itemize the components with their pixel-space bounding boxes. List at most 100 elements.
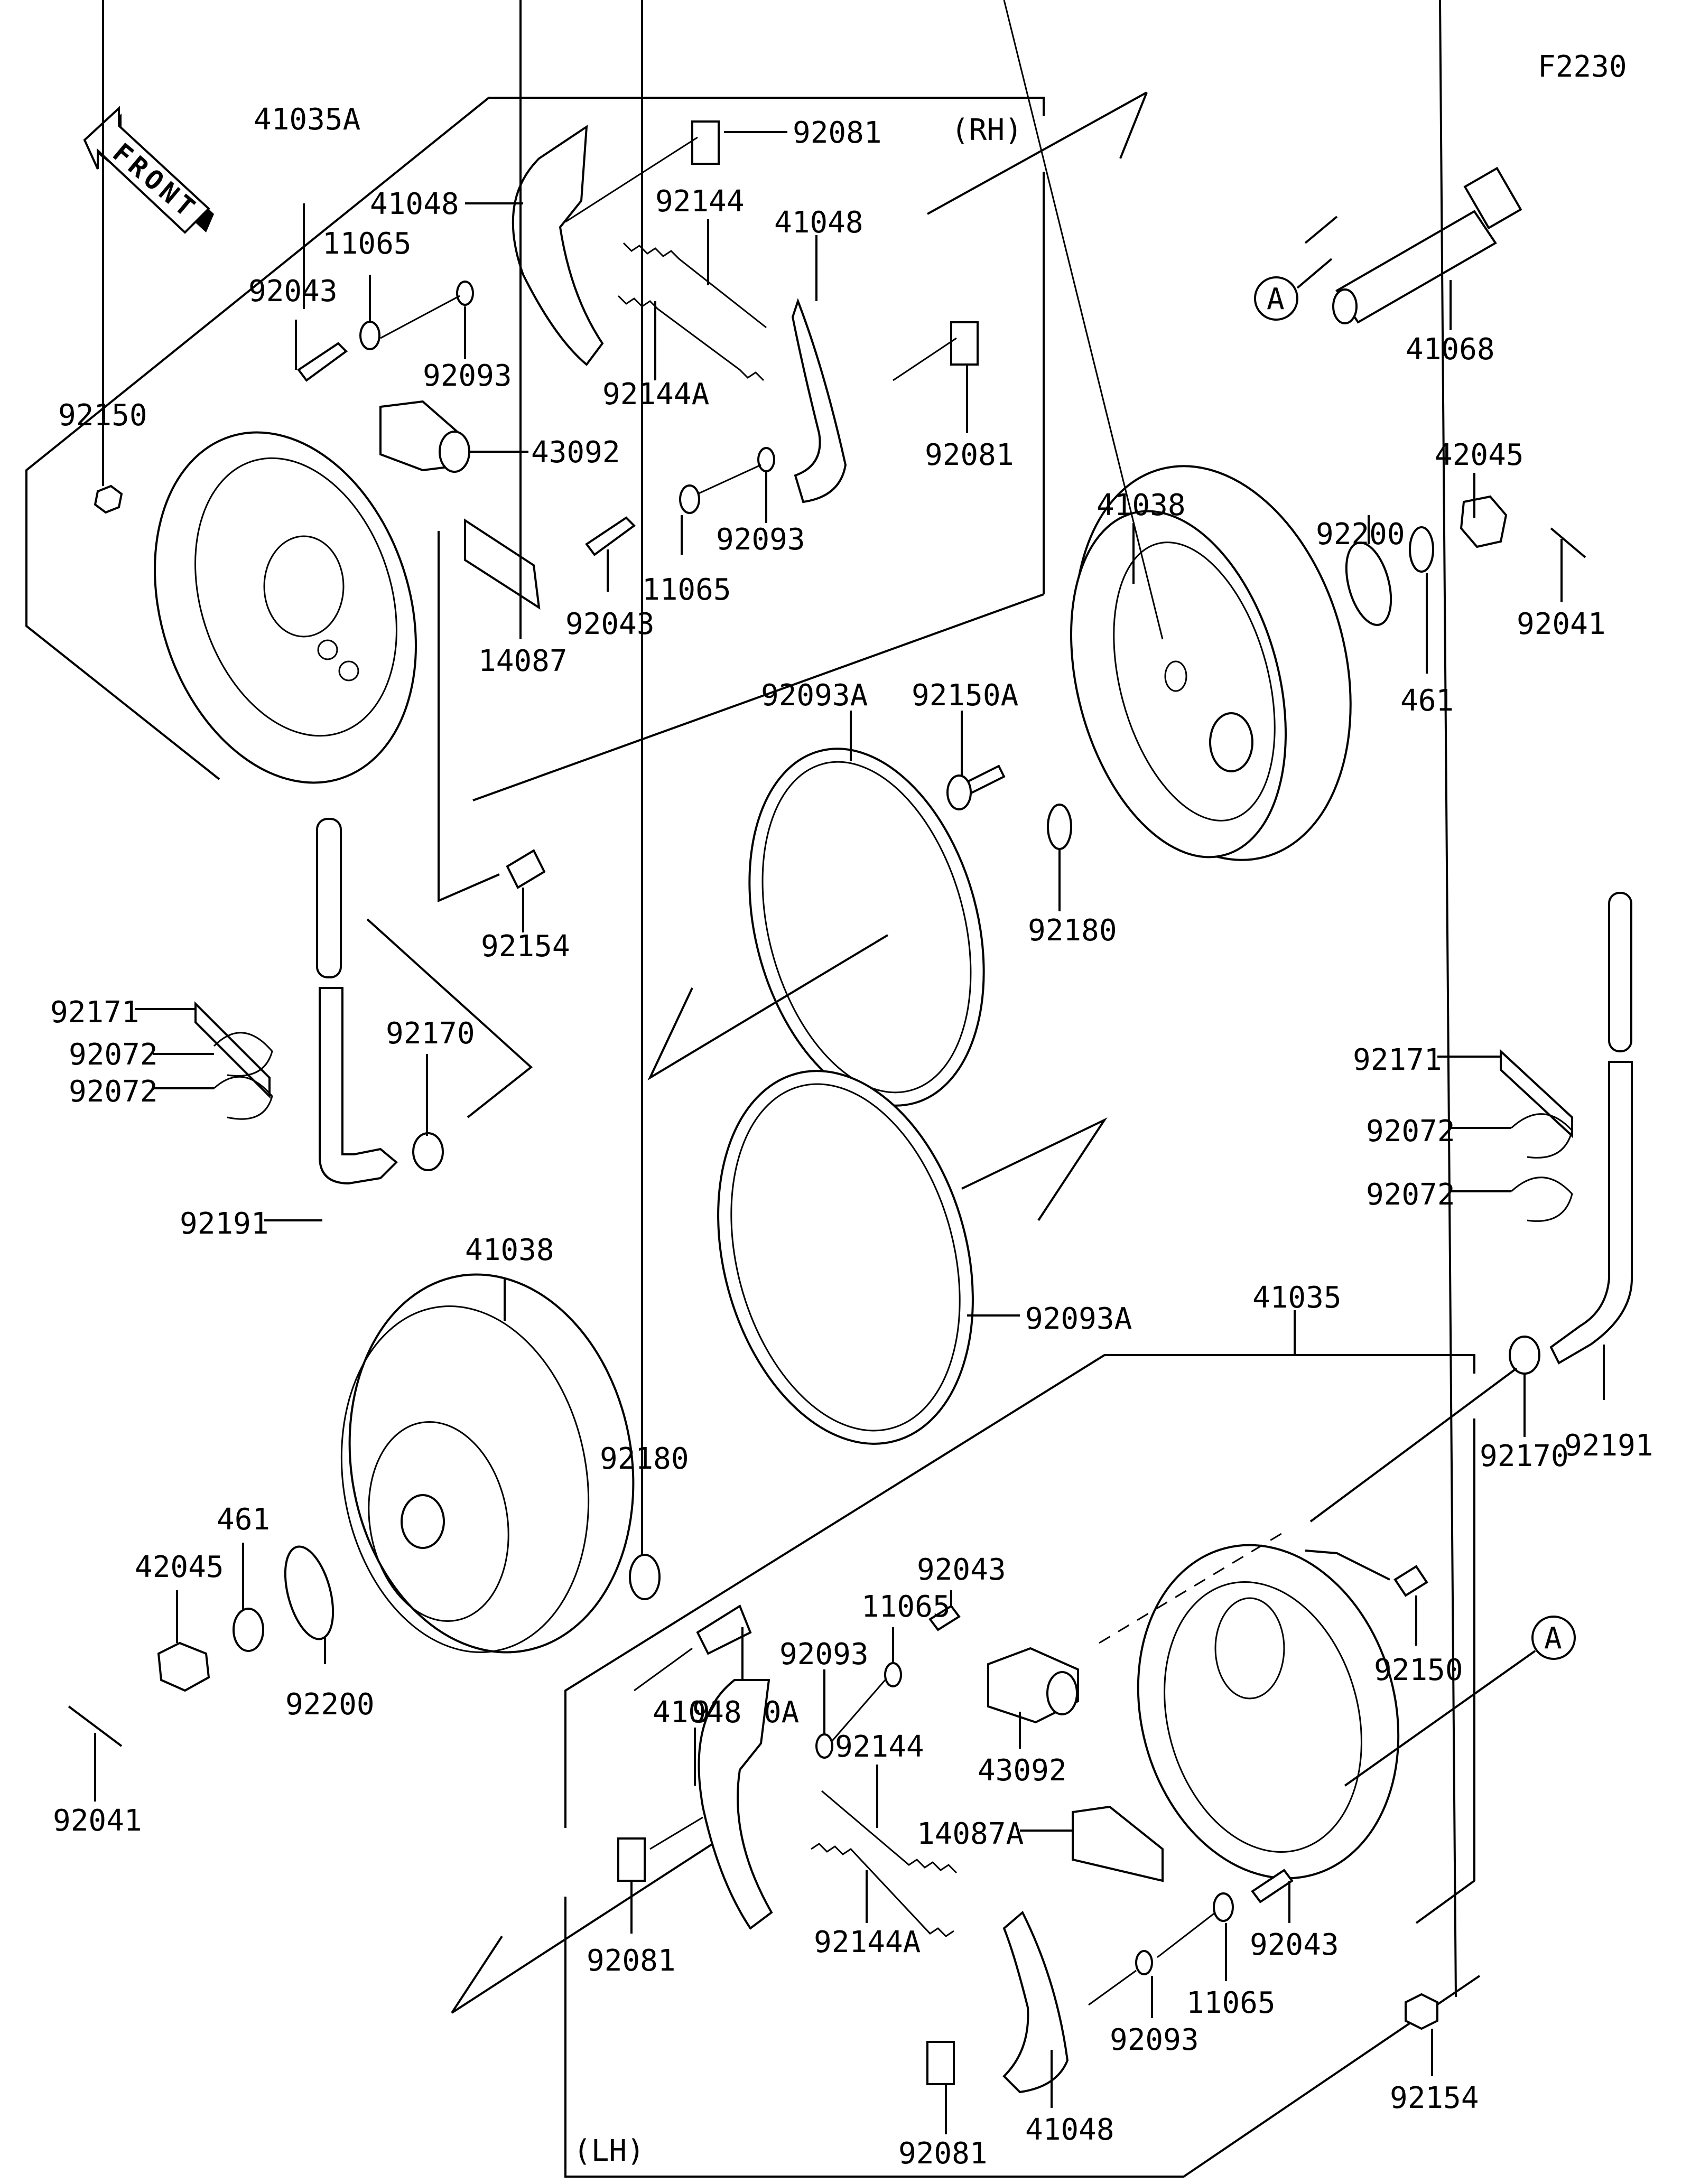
clamp-92072-left-1 <box>213 1032 273 1077</box>
label-92144a-lh: 92144A <box>814 1925 921 1959</box>
label-92191-right: 92191 <box>1564 1429 1653 1463</box>
band-92171-left <box>194 1001 271 1099</box>
bolt-92150-rh <box>94 484 123 514</box>
spring-92144a-rh <box>617 295 765 381</box>
washer-11065-lh-upper <box>884 1662 902 1687</box>
label-92093a-upper: 92093A <box>761 678 868 713</box>
hose-92191-left <box>316 818 398 1185</box>
label-461-lh: 461 <box>217 1502 270 1537</box>
seal-92093-rh-lower <box>757 447 775 472</box>
lh-assembly-frame: (LH) <box>451 1354 1481 2178</box>
label-92171-right: 92171 <box>1353 1043 1442 1077</box>
brake-shoe-rh-upper <box>512 125 604 366</box>
washer-92200-lh <box>284 1545 335 1640</box>
label-92093-lh-upper: 92093 <box>779 1637 869 1672</box>
spring-92144a-lh <box>811 1843 954 1937</box>
seal-92093a-upper <box>748 748 985 1107</box>
label-11065-lh-lower: 11065 <box>1186 1986 1276 2020</box>
label-92093-rh-lower: 92093 <box>716 522 805 557</box>
label-92093a-lower: 92093A <box>1025 1302 1132 1336</box>
label-14087: 14087 <box>478 644 568 678</box>
label-92041-lh: 92041 <box>53 1804 142 1838</box>
clip-lh-lower <box>926 2041 955 2085</box>
washer-11065-rh-lower <box>679 484 700 514</box>
clamp-92170-right <box>1509 1336 1540 1375</box>
seal-92093-rh-upper <box>456 281 474 306</box>
brake-shoe-lh-upper <box>698 1679 773 1930</box>
wheel-cylinder-rh <box>379 400 470 473</box>
oring-92180-upper <box>1047 804 1072 850</box>
label-41038-rh: 41038 <box>1097 488 1186 522</box>
label-92043-rh-upper: 92043 <box>248 274 338 309</box>
label-92081-lh-lower: 92081 <box>898 2136 988 2171</box>
label-92191-left: 92191 <box>180 1207 269 1241</box>
label-92144a-rh: 92144A <box>602 377 709 412</box>
label-92180-lower: 92180 <box>600 1442 689 1476</box>
hose-92191-right <box>1549 892 1633 1365</box>
clip-rh-upper <box>691 120 720 165</box>
spring-92144-lh <box>821 1790 958 1874</box>
clip-lh-upper <box>617 1837 646 1882</box>
rh-assembly-frame: (RH) <box>25 91 1148 801</box>
label-92041-rh: 92041 <box>1517 607 1606 641</box>
bolt-92154-lh <box>1405 1993 1438 2030</box>
seal-92093-lh-upper <box>815 1733 833 1759</box>
bolt-92150a-lower <box>696 1604 752 1655</box>
brake-panel-rh <box>154 431 417 784</box>
reference-marker-a-bottom-label: A <box>1544 1621 1562 1656</box>
label-41068: 41068 <box>1406 332 1495 367</box>
label-92154-lh: 92154 <box>1390 2081 1479 2115</box>
lockwasher-461-rh <box>1409 526 1434 573</box>
label-42045-lh: 42045 <box>135 1550 224 1584</box>
label-92093-rh-upper: 92093 <box>423 359 512 393</box>
bolt-92154-rh <box>506 849 546 889</box>
brake-panel-lh <box>1099 1531 1400 1880</box>
cotter-pin-92041-lh <box>68 1705 123 1747</box>
castle-nut-42045-rh <box>1460 495 1508 548</box>
label-43092-lh: 43092 <box>978 1753 1067 1788</box>
lockwasher-461-lh <box>233 1608 264 1652</box>
clamp-92072-left-2 <box>213 1076 273 1120</box>
wheel-cylinder-lh <box>987 1647 1079 1724</box>
brake-drum-rh <box>1070 465 1352 861</box>
adjuster-14087a <box>1072 1805 1164 1882</box>
label-11065-rh-lower: 11065 <box>642 573 731 607</box>
reference-marker-a-top-label: A <box>1267 282 1285 316</box>
label-41035: 41035 <box>1252 1281 1342 1315</box>
adjuster-14087 <box>464 518 541 610</box>
label-92200-lh: 92200 <box>285 1687 375 1722</box>
label-92072-right-2: 92072 <box>1366 1178 1455 1212</box>
brake-shoe-lh-lower <box>1002 1910 1069 2094</box>
pin-92043-rh-lower <box>585 516 636 556</box>
label-41048-rh-upper: 41048 <box>370 187 459 221</box>
label-92043-lh-lower: 92043 <box>1250 1928 1339 1962</box>
bolt-92150-lh <box>1393 1565 1428 1597</box>
washer-11065-rh-upper <box>359 321 380 350</box>
seal-92093-lh-lower <box>1135 1950 1153 1975</box>
clamp-92072-right-2 <box>1510 1177 1573 1222</box>
figure-code: F2230 <box>1538 50 1627 84</box>
label-92170-right: 92170 <box>1480 1439 1569 1473</box>
label-92150-lh: 92150 <box>1374 1653 1463 1687</box>
seal-92093a-lower <box>717 1070 974 1445</box>
label-92180-upper: 92180 <box>1028 913 1117 948</box>
label-92144-rh: 92144 <box>655 184 745 219</box>
label-92081-rh-upper: 92081 <box>793 116 882 150</box>
cotter-pin-92041-rh <box>1550 527 1586 558</box>
band-92171-right <box>1500 1049 1573 1138</box>
pin-92043-lh-upper <box>928 1604 961 1631</box>
clamp-92170-left <box>412 1132 444 1171</box>
oring-92180-lower <box>629 1554 661 1600</box>
label-41035a: 41035A <box>254 102 360 137</box>
castle-nut-42045-lh <box>157 1641 210 1692</box>
pin-92043-rh-upper <box>297 342 348 382</box>
label-92072-left-1: 92072 <box>69 1038 158 1072</box>
reference-marker-a-bottom: A <box>1531 1616 1576 1660</box>
label-92170-left: 92170 <box>386 1016 475 1051</box>
label-42045-rh: 42045 <box>1435 438 1524 472</box>
brake-shoe-rh-lower <box>791 298 847 503</box>
label-41038-lh: 41038 <box>465 1233 554 1267</box>
clip-rh-lower <box>950 321 979 366</box>
label-11065-rh-upper: 11065 <box>322 227 412 261</box>
